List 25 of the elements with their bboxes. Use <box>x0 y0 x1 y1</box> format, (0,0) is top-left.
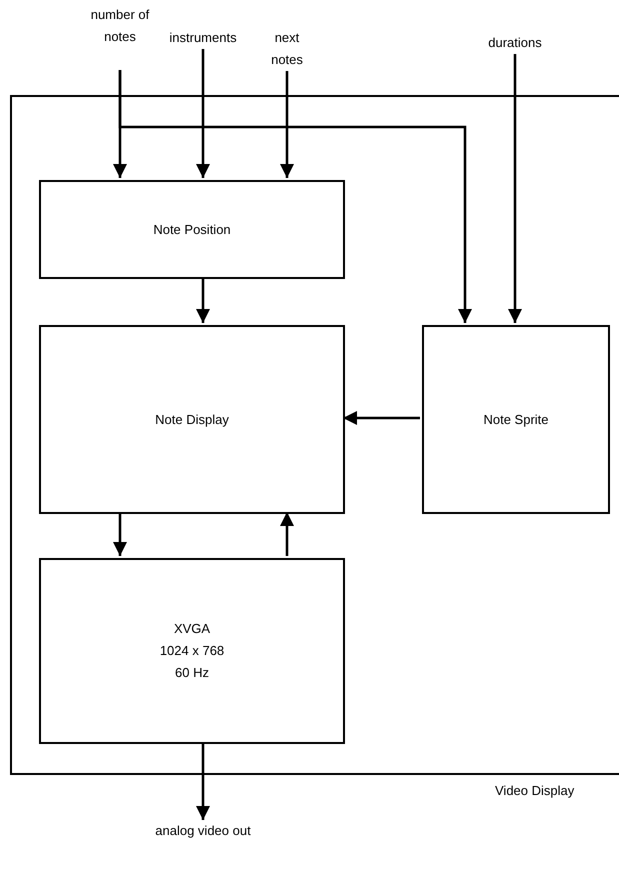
signal-label: durations <box>470 32 560 54</box>
arrow <box>118 70 472 323</box>
block-label: 60 Hz <box>175 664 209 682</box>
arrow <box>343 411 420 425</box>
arrow <box>280 512 294 556</box>
block-label: Note Position <box>153 220 231 238</box>
block-box <box>39 558 345 744</box>
block-label: XVGA <box>174 620 210 638</box>
arrow <box>280 71 294 178</box>
arrow <box>196 49 210 178</box>
arrow <box>196 742 210 820</box>
block-box <box>422 325 610 514</box>
arrow <box>196 277 210 323</box>
signal-label: next notes <box>262 27 312 71</box>
block-label: Note Display <box>155 410 229 429</box>
block-label: 1024 x 768 <box>160 642 224 660</box>
signal-label: instruments <box>153 27 253 49</box>
arrow <box>508 54 522 323</box>
block-box <box>39 325 345 514</box>
signal-label: analog video out <box>153 820 253 864</box>
block-label: Note Sprite <box>483 410 549 429</box>
block-box <box>39 180 345 279</box>
arrow <box>113 512 127 556</box>
signal-label: number of notes <box>90 4 150 70</box>
group-label: Video Display <box>495 782 574 800</box>
